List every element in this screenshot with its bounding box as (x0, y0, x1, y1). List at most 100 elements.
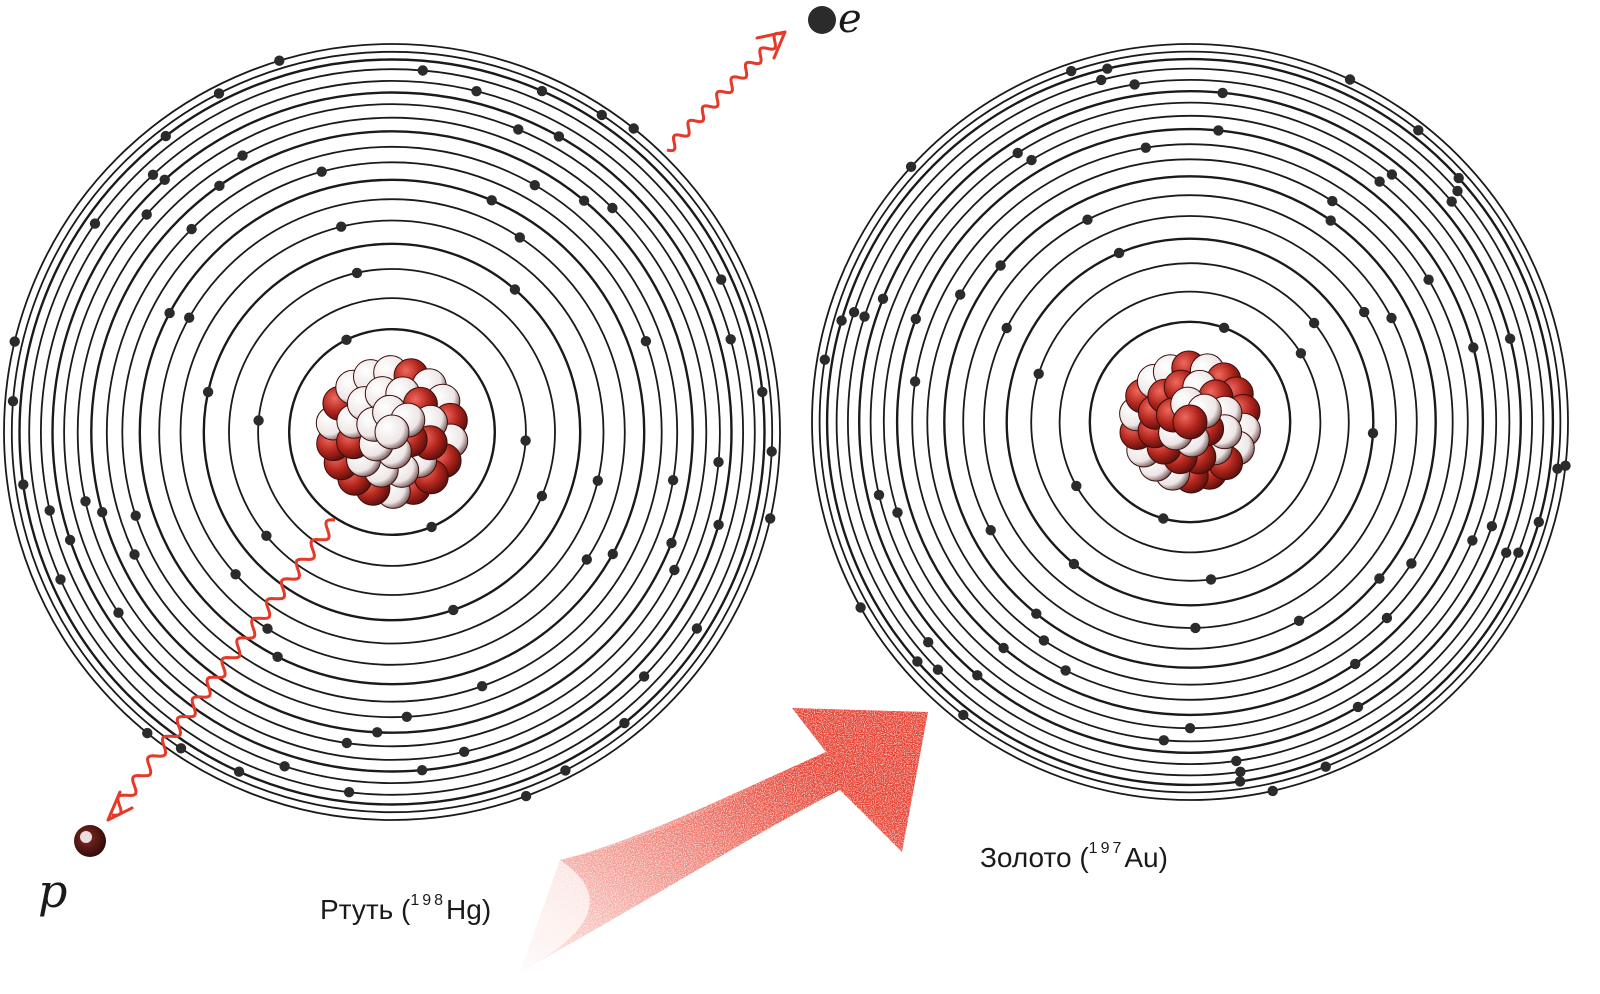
electron (1158, 513, 1169, 524)
orbit-ring (90, 130, 694, 734)
electron (520, 435, 531, 446)
electron (175, 743, 187, 754)
electron (80, 496, 91, 507)
electron (596, 109, 607, 121)
electron (1486, 521, 1498, 532)
orbit-ring (911, 143, 1469, 701)
electron (351, 267, 363, 279)
electron (401, 711, 412, 722)
proton-arrowhead (106, 790, 134, 822)
gold-nucleus (1119, 350, 1261, 494)
electron (142, 727, 153, 739)
electron (55, 574, 66, 585)
orbit-ring (158, 198, 626, 666)
electron (1012, 147, 1023, 159)
orbit-ring (962, 194, 1418, 650)
electron (905, 161, 917, 172)
electron (1205, 574, 1217, 585)
electron (417, 65, 428, 76)
electron (1102, 63, 1113, 74)
gold-label: Золото (197Au) (980, 839, 1168, 873)
orbit-ring (926, 158, 1454, 686)
electron (666, 537, 677, 549)
mercury-electrons (7, 55, 777, 802)
electron (932, 664, 944, 675)
electron (1501, 547, 1512, 558)
electron (892, 507, 903, 518)
electron (995, 260, 1006, 271)
electron (628, 123, 639, 134)
electron (848, 307, 860, 318)
electron (766, 446, 777, 457)
electron (1213, 125, 1224, 136)
electron (129, 549, 140, 560)
electron (343, 787, 355, 798)
electron (955, 289, 966, 300)
orbit-ring (51, 91, 733, 773)
electron (1513, 547, 1524, 558)
electron (1533, 516, 1545, 528)
electron (1140, 142, 1152, 153)
electron (1386, 312, 1397, 324)
orbit-ring (825, 57, 1555, 787)
electron-emission-path (666, 6, 836, 153)
orbit-ring (3, 43, 781, 821)
electron (581, 554, 592, 565)
electron (859, 311, 870, 322)
mercury-electron-shells (3, 43, 781, 821)
orbit-ring (835, 67, 1545, 777)
electron (1113, 247, 1125, 259)
electron (1325, 215, 1336, 226)
electron (476, 681, 488, 692)
electron (147, 169, 159, 180)
electron (691, 623, 703, 634)
orbit-ring (10, 50, 774, 814)
electron (9, 336, 20, 347)
electron (130, 510, 141, 521)
electron (141, 209, 152, 220)
neutron (374, 414, 410, 450)
electron (426, 521, 437, 533)
electron (1367, 428, 1379, 439)
electron (1184, 723, 1196, 734)
electron (713, 519, 724, 530)
electron (341, 737, 352, 749)
electron (184, 312, 195, 323)
electron (237, 150, 248, 161)
electron (560, 765, 571, 776)
electron (18, 479, 29, 490)
orbit-ring (76, 116, 708, 748)
electron (1386, 169, 1398, 180)
electron (1327, 195, 1338, 207)
orbit-ring (63, 103, 721, 761)
electron (1001, 322, 1012, 334)
electron (7, 396, 19, 407)
electron (64, 534, 76, 546)
electron (836, 315, 847, 326)
orbit-ring (105, 145, 679, 719)
orbit-ring (18, 58, 766, 806)
mercury-atom (3, 43, 781, 821)
electron (214, 180, 225, 191)
electron (1129, 79, 1140, 90)
electron (448, 604, 459, 616)
orbit-ring (943, 175, 1437, 669)
electron (1082, 214, 1093, 225)
orbit-ring (983, 215, 1397, 629)
electron (923, 637, 934, 648)
electron (1413, 125, 1424, 136)
electron (486, 195, 497, 206)
electron (336, 221, 347, 232)
electron (274, 55, 285, 66)
electron (819, 354, 830, 365)
proton-emission-path (74, 518, 336, 857)
electron (1096, 74, 1107, 86)
orbit-ring (138, 178, 646, 686)
electron (912, 656, 923, 667)
electron (1560, 460, 1571, 471)
electron (513, 124, 524, 135)
orbit-ring (28, 68, 756, 796)
electron (998, 642, 1009, 654)
electron (1231, 755, 1242, 767)
orbit-ring (869, 101, 1511, 743)
